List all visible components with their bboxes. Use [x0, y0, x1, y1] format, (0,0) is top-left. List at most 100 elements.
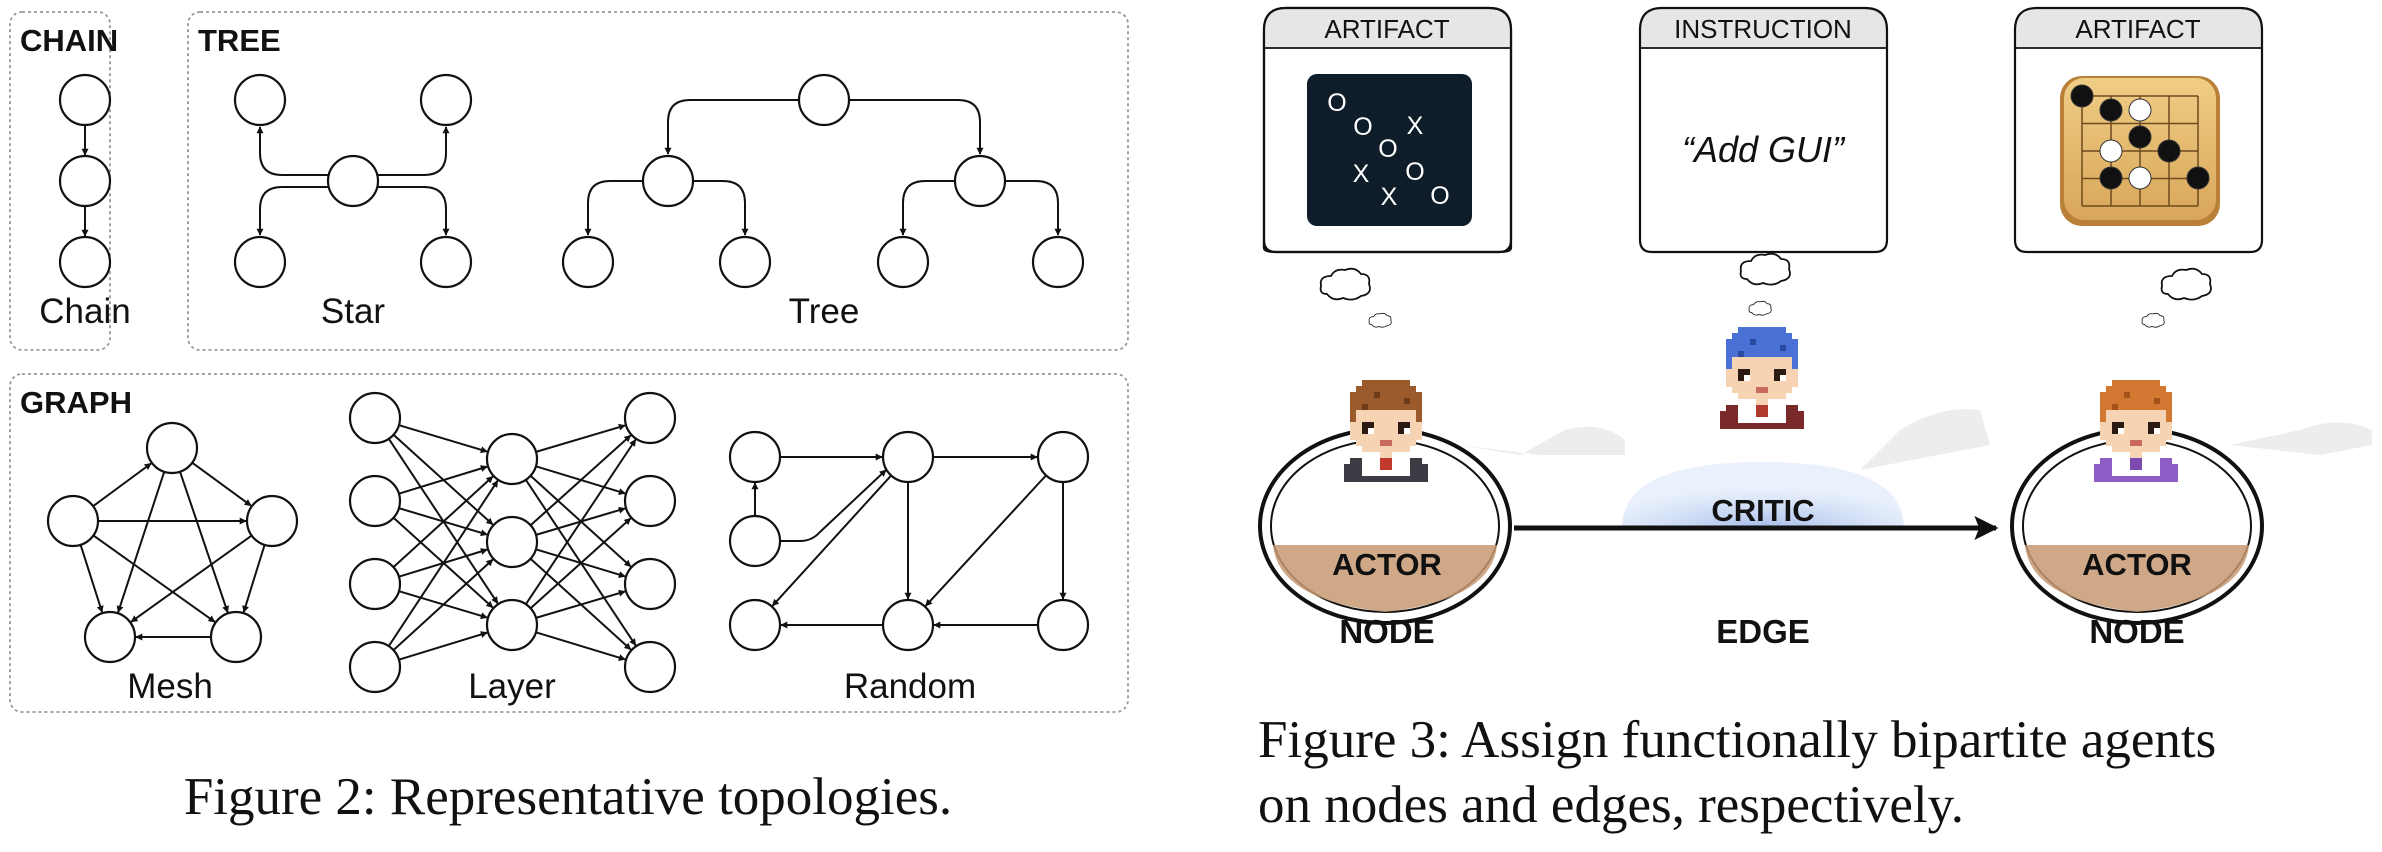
pixel — [1756, 375, 1762, 381]
pixel — [2112, 446, 2118, 452]
go-stone — [2186, 166, 2210, 190]
pixel — [2154, 392, 2160, 398]
instruction-text: “Add GUI” — [1682, 129, 1846, 170]
pixel — [1374, 428, 1380, 434]
pixel — [1380, 446, 1386, 452]
pixel — [1732, 357, 1738, 363]
pixel — [2148, 416, 2154, 422]
pixel — [2118, 434, 2124, 440]
right-actor-role: ACTOR — [2082, 547, 2192, 582]
pixel — [1768, 423, 1774, 429]
pixel — [2154, 452, 2160, 458]
pixel — [2160, 458, 2166, 464]
pixel — [1786, 345, 1792, 351]
pixel — [1368, 434, 1374, 440]
pixel — [1416, 464, 1422, 470]
pixel — [1416, 398, 1422, 404]
pixel — [2118, 440, 2124, 446]
pixel — [1380, 404, 1386, 410]
pixel — [1380, 458, 1386, 464]
pixel — [1386, 470, 1392, 476]
pixel — [2118, 416, 2124, 422]
pixel — [2160, 416, 2166, 422]
pixel — [1780, 363, 1786, 369]
pixel — [1374, 446, 1380, 452]
edge-arrow — [92, 534, 216, 623]
pixel — [1398, 416, 1404, 422]
pixel — [1380, 398, 1386, 404]
pixel — [1368, 428, 1374, 434]
pixel — [1780, 405, 1786, 411]
pixel — [1774, 417, 1780, 423]
pixel — [1392, 380, 1398, 386]
board-mark: O — [1327, 89, 1346, 117]
pixel — [2124, 452, 2130, 458]
pixel — [2160, 392, 2166, 398]
pixel — [1386, 392, 1392, 398]
pixel — [2130, 428, 2136, 434]
pixel — [1780, 351, 1786, 357]
pixel — [1726, 345, 1732, 351]
pixel — [1398, 476, 1404, 482]
pixel — [1386, 422, 1392, 428]
pixel — [1762, 405, 1768, 411]
pixel — [2160, 434, 2166, 440]
pixel — [1732, 411, 1738, 417]
pixel — [1774, 393, 1780, 399]
pixel — [1374, 392, 1380, 398]
pixel — [1786, 369, 1792, 375]
thought-cloud-icon — [1748, 300, 1772, 316]
pixel — [1356, 398, 1362, 404]
pixel — [1368, 470, 1374, 476]
pixel — [1732, 375, 1738, 381]
topology-node — [718, 235, 772, 289]
pixel — [1386, 404, 1392, 410]
pixel — [1738, 387, 1744, 393]
pixel — [1410, 464, 1416, 470]
pixel — [1350, 422, 1356, 428]
edge-arrow — [535, 423, 626, 453]
pixel — [1410, 428, 1416, 434]
pixel — [1404, 452, 1410, 458]
pixel — [2142, 428, 2148, 434]
pixel — [1374, 464, 1380, 470]
pixel — [2154, 440, 2160, 446]
pixel — [1362, 452, 1368, 458]
pixel — [1792, 423, 1798, 429]
edge-arrow — [398, 631, 488, 661]
pixel — [1720, 417, 1726, 423]
pixel — [1356, 428, 1362, 434]
pixel — [1798, 411, 1804, 417]
pixel — [2124, 464, 2130, 470]
edge-arrow — [529, 434, 632, 527]
board-mark: X — [1381, 183, 1398, 211]
pixel — [1756, 405, 1762, 411]
edge-arrow — [191, 461, 252, 507]
pixel — [1744, 393, 1750, 399]
pixel — [1732, 363, 1738, 369]
pixel — [1368, 404, 1374, 410]
pixel — [1392, 410, 1398, 416]
pixel — [1786, 381, 1792, 387]
pixel — [1398, 380, 1404, 386]
chain-heading: CHAIN — [20, 23, 118, 58]
pixel — [1780, 387, 1786, 393]
pixel — [1368, 452, 1374, 458]
pixel — [1744, 333, 1750, 339]
left-actor-role: ACTOR — [1332, 547, 1442, 582]
pixel — [2112, 392, 2118, 398]
pixel — [1780, 381, 1786, 387]
pixel — [2160, 452, 2166, 458]
pixel — [2136, 410, 2142, 416]
edge-arrow — [899, 180, 955, 236]
pixel — [2112, 422, 2118, 428]
pixel — [2148, 392, 2154, 398]
pixel — [1392, 464, 1398, 470]
pixel — [1404, 416, 1410, 422]
topology-node — [881, 430, 935, 484]
pixel — [1732, 369, 1738, 375]
pixel — [1786, 351, 1792, 357]
pixel — [1350, 470, 1356, 476]
pixel — [2124, 398, 2130, 404]
pixel — [1362, 380, 1368, 386]
